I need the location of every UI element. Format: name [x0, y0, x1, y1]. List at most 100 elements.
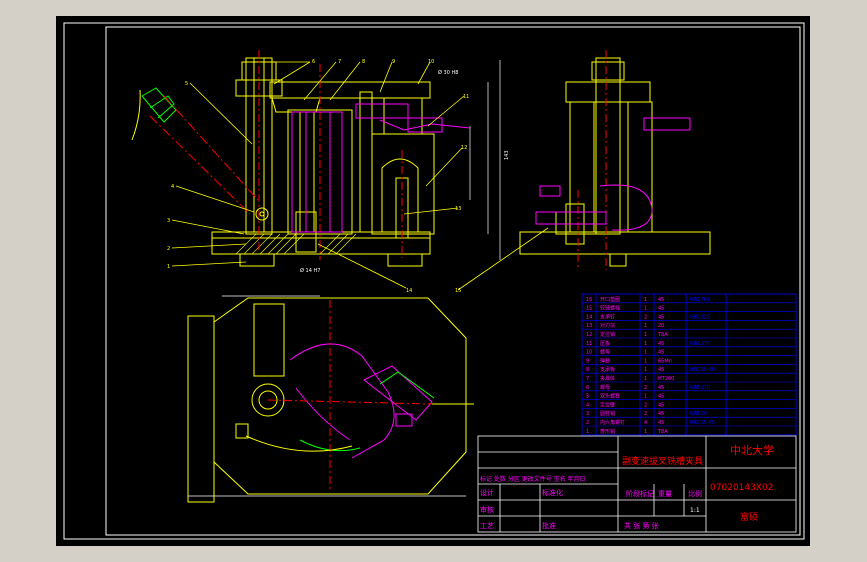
dim-bottom-left: Ø 14 H7 — [300, 267, 320, 274]
balloon-7: 7 — [338, 59, 341, 65]
parts-cell-qty: 2 — [644, 385, 647, 391]
label-scale: 比例 — [688, 489, 702, 498]
parts-cell-name: 定位销 — [600, 331, 615, 338]
sheet-background — [56, 16, 810, 546]
parts-cell-std: GB119 — [690, 411, 707, 417]
parts-cell-material: HT200 — [658, 376, 674, 382]
plan-outline — [213, 297, 467, 495]
parts-cell-material: 20 — [658, 323, 664, 329]
parts-cell-name: 弹簧 — [600, 357, 610, 364]
parts-cell-qty: 2 — [644, 402, 647, 408]
parts-cell-no: 5 — [586, 394, 589, 400]
parts-cell-material: T8A — [657, 429, 668, 435]
parts-cell-material: 45 — [658, 314, 664, 320]
label-design: 设计 — [480, 488, 494, 497]
parts-cell-no: 9 — [586, 358, 589, 364]
parts-cell-no: 16 — [586, 297, 592, 303]
side-hidden — [535, 117, 691, 231]
balloon-13: 13 — [455, 206, 461, 212]
parts-cell-name: 螺母 — [600, 384, 610, 391]
balloon-10: 10 — [428, 59, 434, 65]
dim-top: Ø 30 H8 — [438, 69, 458, 76]
parts-cell-material: 45 — [658, 394, 664, 400]
balloon-5: 5 — [185, 81, 188, 87]
parts-cell-material: 45 — [658, 402, 664, 408]
parts-cell-std: GB1761 — [690, 297, 710, 303]
parts-cell-no: 15 — [586, 306, 592, 312]
parts-cell-qty: 1 — [644, 376, 647, 382]
front-hidden-lines — [258, 50, 471, 260]
plan-workpiece — [245, 300, 435, 490]
parts-cell-no: 14 — [586, 314, 592, 320]
parts-cell-material: 45 — [658, 367, 664, 373]
inner-frame — [105, 26, 801, 536]
balloon-4: 4 — [171, 184, 174, 190]
parts-cell-name: 双头螺柱 — [600, 393, 620, 400]
parts-cell-name: 对刀块 — [600, 322, 615, 329]
title-block — [477, 435, 797, 533]
inclined-workpiece — [131, 87, 259, 215]
base-hatch — [235, 233, 357, 255]
label-approve: 批准 — [542, 521, 556, 530]
balloon-14: 14 — [406, 288, 412, 294]
parts-cell-std: GB2226 — [690, 314, 710, 320]
dimension-texts: Ø 30 H8 Ø 14 H7 143 — [300, 69, 510, 274]
balloon-15: 15 — [455, 288, 461, 294]
parts-cell-no: 1 — [586, 429, 589, 435]
parts-cell-qty: 2 — [644, 411, 647, 417]
parts-cell-no: 8 — [586, 367, 589, 373]
parts-cell-qty: 1 — [644, 323, 647, 329]
drawing-number: 07020143X02 — [710, 483, 773, 493]
parts-cell-no: 2 — [586, 420, 589, 426]
parts-cell-qty: 1 — [644, 429, 647, 435]
university-name: 中北大学 — [730, 443, 774, 457]
parts-cell-qty: 1 — [644, 358, 647, 364]
parts-cell-qty: 1 — [644, 367, 647, 373]
parts-cell-name: 压板 — [600, 340, 610, 347]
parts-cell-material: 45 — [658, 420, 664, 426]
parts-cell-qty: 1 — [644, 350, 647, 356]
dim-vertical: 143 — [504, 150, 510, 160]
parts-cell-material: 65Mn — [658, 358, 672, 364]
side-view — [519, 50, 711, 270]
parts-cell-name: 支承钉 — [600, 313, 615, 320]
balloon-2: 2 — [167, 246, 170, 252]
parts-cell-name: 圆柱销 — [600, 410, 615, 417]
balloon-3: 3 — [167, 218, 170, 224]
parts-cell-no: 10 — [586, 350, 592, 356]
parts-cell-qty: 1 — [644, 306, 647, 312]
parts-cell-qty: 2 — [644, 314, 647, 320]
parts-cell-no: 6 — [586, 385, 589, 391]
parts-cell-name: 铰链螺栓 — [600, 305, 620, 312]
leaders — [171, 61, 549, 291]
parts-cell-material: T8A — [657, 332, 668, 338]
label-stage: 阶段标记 — [626, 489, 654, 498]
parts-cell-std: GB6170 — [690, 385, 710, 391]
designer-name: 富硕 — [740, 511, 758, 523]
parts-cell-name: 支承板 — [600, 366, 615, 373]
balloon-9: 9 — [392, 59, 395, 65]
parts-cell-name: 内六角螺钉 — [600, 419, 625, 426]
balloon-labels: 5 6 7 8 9 10 11 12 13 4 3 2 1 14 15 — [167, 59, 469, 294]
parts-cell-name: 夹具体 — [600, 375, 615, 382]
parts-cell-material: 45 — [658, 297, 664, 303]
parts-cell-qty: 1 — [644, 297, 647, 303]
parts-cell-qty: 1 — [644, 332, 647, 338]
parts-cell-material: 45 — [658, 411, 664, 417]
label-process: 工艺 — [480, 522, 494, 530]
parts-cell-qty: 1 — [644, 341, 647, 347]
parts-cell-material: 45 — [658, 350, 664, 356]
parts-cell-name: 开口垫圈 — [600, 296, 620, 303]
parts-cell-name: 菱形销 — [600, 428, 615, 435]
drawing-title: 副变速拔叉铣槽夹具 — [622, 455, 703, 467]
label-weight: 重量 — [658, 490, 672, 498]
balloon-11: 11 — [463, 94, 469, 100]
parts-cell-no: 4 — [586, 402, 589, 408]
balloon-12: 12 — [461, 145, 467, 151]
label-review: 审核 — [480, 505, 494, 514]
parts-cell-material: 45 — [658, 385, 664, 391]
balloon-1: 1 — [167, 264, 170, 270]
scale-value: 1:1 — [690, 507, 700, 514]
